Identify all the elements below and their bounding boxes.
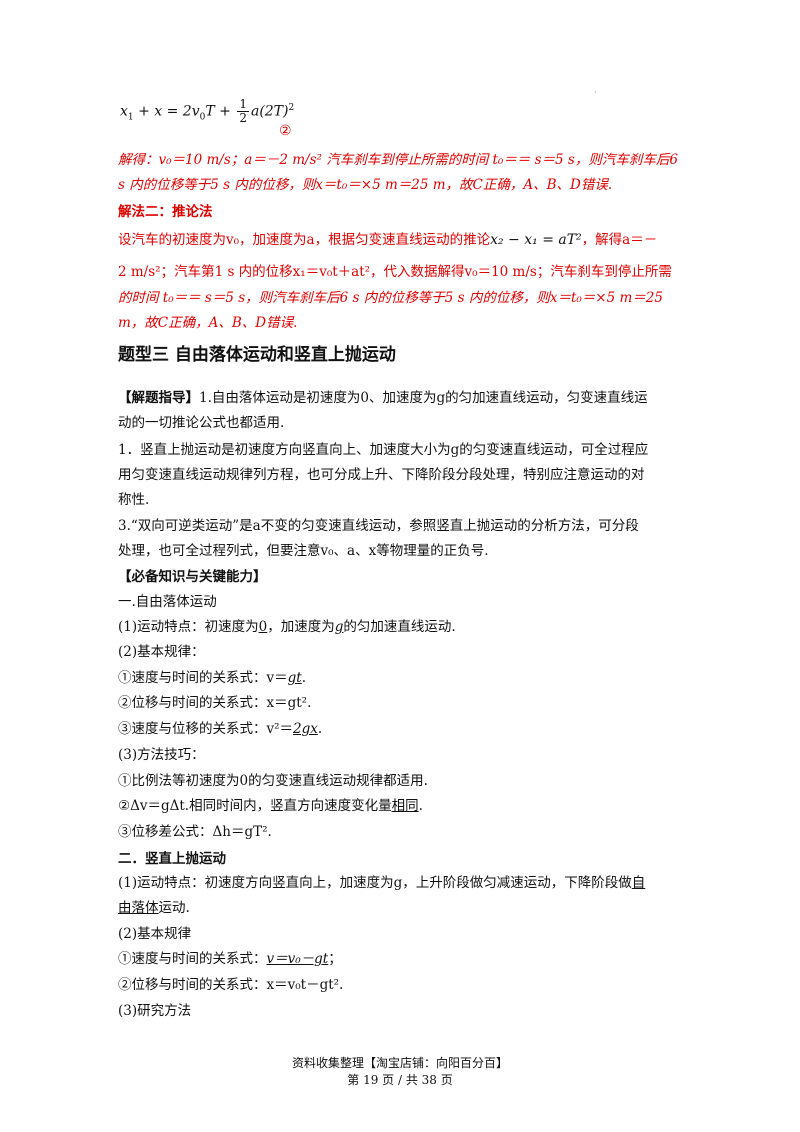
- solution-line-2: s 内的位移等于5 s 内的位移，则x＝t₀＝×5 m＝25 m，故C正确，A、…: [118, 177, 613, 193]
- rule-2-displacement-time: ②位移与时间的关系式：x＝v₀t－gt².: [118, 977, 344, 993]
- method-displacement-diff: ③位移差公式：Δh＝gT².: [118, 824, 272, 840]
- rule-displacement-time: ②位移与时间的关系式：x＝gt².: [118, 695, 312, 711]
- equation-marker: ②: [279, 123, 292, 139]
- solution-line-6: 的时间 t₀＝＝ s＝5 s，则汽车刹车后6 s 内的位移等于5 s 内的位移，…: [118, 290, 663, 306]
- section-1-laws: (2)基本规律：: [118, 644, 205, 660]
- section-1-feature: (1)运动特点：初速度为0，加速度为g的匀加速直线运动.: [118, 619, 456, 635]
- section-2-feature-b: 由落体运动.: [118, 900, 190, 916]
- solution-line-5: 2 m/s²；汽车第1 s 内的位移x₁＝v₀t＋at²，代入数据解得v₀＝10…: [118, 264, 672, 280]
- rule-2-velocity-time: ①速度与时间的关系式：v＝v₀－gt；: [118, 951, 342, 967]
- method-ratio: ①比例法等初速度为0的匀变速直线运动规律都适用.: [118, 773, 428, 789]
- solution-line-1: 解得：v₀＝10 m/s；a＝－2 m/s² 汽车刹车到停止所需的时间 t₀＝＝…: [118, 152, 678, 168]
- solution-line-4: 设汽车的初速度为v₀，加速度为a，根据匀变速直线运动的推论x₂ − x₁ = a…: [118, 232, 658, 248]
- section-1-methods: (3)方法技巧：: [118, 747, 205, 763]
- stray-dot: ·: [594, 88, 597, 97]
- guide-para-2c: 称性.: [118, 492, 150, 508]
- guide-para-1b: 动的一切推论公式也都适用.: [118, 415, 285, 431]
- inference-equation: x₂ − x₁ = aT²: [490, 232, 582, 248]
- knowledge-tag: 【必备知识与关键能力】: [118, 569, 267, 585]
- section-2-title: 二．竖直上抛运动: [118, 851, 226, 867]
- footer-source: 资料收集整理【淘宝店铺：向阳百分百】: [291, 1056, 508, 1070]
- guide-para-2b: 用匀变速直线运动规律列方程，也可分成上升、下降阶段分段处理，特别应注意运动的对: [118, 467, 645, 483]
- section-2-laws: (2)基本规律: [118, 926, 192, 942]
- section-2-methods: (3)研究方法: [118, 1003, 192, 1019]
- guide-para-1a: 【解题指导】1.自由落体运动是初速度为0、加速度为g的匀加速直线运动，匀变速直线…: [118, 390, 648, 406]
- section-1-title: 一.自由落体运动: [118, 594, 217, 610]
- method-delta-v: ②Δv＝gΔt.相同时间内，竖直方向速度变化量相同.: [118, 798, 423, 814]
- guide-para-3a: 3.“双向可逆类运动”是a不变的匀变速直线运动，参照竖直上抛运动的分析方法，可分…: [118, 518, 639, 534]
- guide-para-2a: 1．竖直上抛运动是初速度方向竖直向上、加速度大小为g的匀变速直线运动，可全过程应: [118, 442, 649, 458]
- section-2-feature-a: (1)运动特点：初速度方向竖直向上，加速度为g，上升阶段做匀减速运动，下降阶段做…: [118, 875, 646, 891]
- solution-line-7: m，故C正确，A、B、D错误.: [118, 315, 298, 331]
- rule-velocity-displacement: ③速度与位移的关系式：v²＝2gx.: [118, 721, 323, 737]
- rule-velocity-time: ①速度与时间的关系式：v＝gt.: [118, 670, 307, 686]
- section-heading: 题型三 自由落体运动和竖直上抛运动: [118, 345, 396, 365]
- footer-page-number: 第 19 页 / 共 38 页: [347, 1073, 453, 1087]
- guide-para-3b: 处理，也可全过程列式，但要注意v₀、a、x等物理量的正负号.: [118, 543, 489, 559]
- method-two-title: 解法二：推论法: [118, 204, 213, 220]
